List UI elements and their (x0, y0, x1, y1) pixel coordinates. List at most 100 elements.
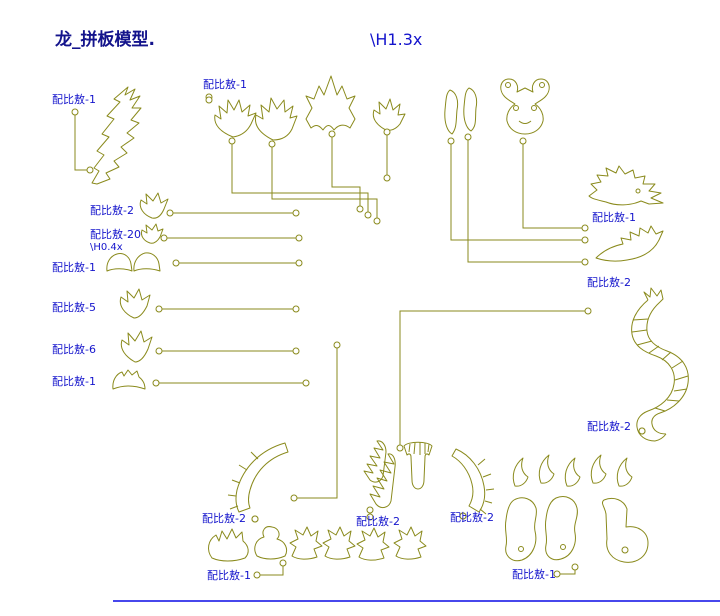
flame-piece-top[interactable] (372, 98, 406, 131)
leaf-piece-2[interactable] (254, 97, 298, 141)
leader-line[interactable] (271, 144, 378, 221)
bump-piece-1[interactable] (106, 253, 133, 272)
mound-piece[interactable] (112, 369, 146, 390)
flame-piece-d[interactable] (120, 330, 153, 363)
leader-node[interactable] (519, 137, 527, 145)
spiky-small-piece[interactable] (289, 526, 323, 560)
part-label[interactable]: 配比敖-1 (512, 568, 556, 581)
bump-piece-2[interactable] (133, 252, 161, 272)
leader-line[interactable] (399, 310, 588, 448)
leader-node[interactable] (447, 137, 455, 145)
flame-piece-b[interactable] (141, 223, 164, 244)
spiky-small-piece[interactable] (356, 527, 390, 561)
leader-node[interactable] (160, 234, 168, 242)
slot-piece-2[interactable] (463, 87, 478, 132)
leader-node[interactable] (459, 512, 467, 520)
claw-piece[interactable] (564, 457, 581, 487)
leader-node[interactable] (279, 559, 287, 567)
dragon-body-piece[interactable] (631, 287, 689, 442)
leader-node[interactable] (464, 133, 472, 141)
wing-feather-piece[interactable] (91, 86, 142, 185)
leader-node[interactable] (292, 305, 300, 313)
crown-piece[interactable] (305, 75, 356, 131)
leader-node[interactable] (292, 209, 300, 217)
leader-node[interactable] (333, 341, 341, 349)
leader-node[interactable] (251, 515, 259, 523)
leader-node[interactable] (268, 140, 276, 148)
leader-node[interactable] (638, 427, 646, 435)
leader-node[interactable] (581, 236, 589, 244)
flame-piece-a[interactable] (139, 192, 169, 219)
leader-node[interactable] (373, 217, 381, 225)
leader-node[interactable] (581, 258, 589, 266)
leader-node[interactable] (584, 307, 592, 315)
leader-line[interactable] (294, 345, 338, 499)
spine-strip-piece-2[interactable] (369, 453, 396, 509)
rib-arc-piece-2[interactable] (451, 448, 486, 513)
leader-line[interactable] (231, 141, 369, 215)
leader-node[interactable] (364, 211, 372, 219)
leader-line[interactable] (467, 137, 585, 263)
flame-piece-c[interactable] (119, 288, 151, 319)
part-label[interactable]: 配比敖-1 (592, 211, 636, 224)
claw-piece[interactable] (616, 457, 633, 487)
foot-piece-3[interactable] (601, 497, 649, 563)
spiky-small-piece[interactable] (393, 526, 427, 560)
part-label[interactable]: 配比敖-20 (90, 228, 141, 241)
part-label[interactable]: 配比敖-2 (356, 515, 400, 528)
part-label[interactable]: 配比敖-2 (202, 512, 246, 525)
leader-node[interactable] (155, 305, 163, 313)
part-label[interactable]: 配比敖-6 (52, 343, 96, 356)
spiky-small-piece[interactable] (322, 526, 356, 560)
barrel-piece[interactable] (403, 441, 433, 490)
part-label[interactable]: 配比敖-1 (203, 78, 247, 91)
leader-node[interactable] (290, 494, 298, 502)
curl-piece[interactable] (254, 526, 288, 560)
leader-node[interactable] (396, 444, 404, 452)
leader-node[interactable] (253, 571, 261, 579)
leader-node[interactable] (295, 234, 303, 242)
claw-piece[interactable] (538, 454, 555, 484)
part-label[interactable]: 配比敖-1 (52, 375, 96, 388)
claw-piece[interactable] (512, 457, 529, 487)
leader-node[interactable] (86, 166, 94, 174)
leader-node[interactable] (383, 174, 391, 182)
part-label[interactable]: 配比敖-5 (52, 301, 96, 314)
claw-piece[interactable] (590, 454, 607, 484)
leader-line[interactable] (257, 563, 284, 576)
leader-node[interactable] (172, 259, 180, 267)
paw-piece[interactable] (208, 528, 249, 562)
leader-node[interactable] (166, 209, 174, 217)
leader-node[interactable] (383, 128, 391, 136)
leader-node[interactable] (581, 224, 589, 232)
leader-node[interactable] (205, 96, 213, 104)
part-label[interactable]: 配比敖-1 (207, 569, 251, 582)
part-label[interactable]: 配比敖-1 (52, 93, 96, 106)
leader-node[interactable] (295, 259, 303, 267)
leader-node[interactable] (571, 563, 579, 571)
leader-node[interactable] (356, 205, 364, 213)
foot-piece-2[interactable] (544, 496, 578, 561)
scale-annotation[interactable]: \H1.3x (370, 30, 422, 49)
leader-node[interactable] (292, 347, 300, 355)
leader-node[interactable] (302, 379, 310, 387)
part-label-sub[interactable]: \H0.4x (90, 242, 123, 253)
fin-piece[interactable] (595, 225, 664, 262)
leader-node[interactable] (152, 379, 160, 387)
leader-node[interactable] (366, 513, 374, 521)
drawing-title[interactable]: 龙_拼板模型. (54, 29, 155, 50)
leader-line[interactable] (522, 141, 585, 229)
spine-strip-piece-1[interactable] (363, 440, 387, 483)
part-label[interactable]: 配比敖-2 (450, 511, 494, 524)
leader-line[interactable] (331, 134, 361, 209)
leader-node[interactable] (328, 130, 336, 138)
rib-arc-piece-1[interactable] (235, 442, 289, 513)
leader-node[interactable] (228, 137, 236, 145)
leaf-piece-1[interactable] (214, 99, 257, 138)
part-label[interactable]: 配比敖-2 (90, 204, 134, 217)
leader-line[interactable] (450, 141, 585, 241)
leader-line[interactable] (74, 112, 90, 171)
dragon-head-side-piece[interactable] (588, 165, 664, 206)
leader-node[interactable] (366, 506, 374, 514)
leader-node[interactable] (155, 347, 163, 355)
